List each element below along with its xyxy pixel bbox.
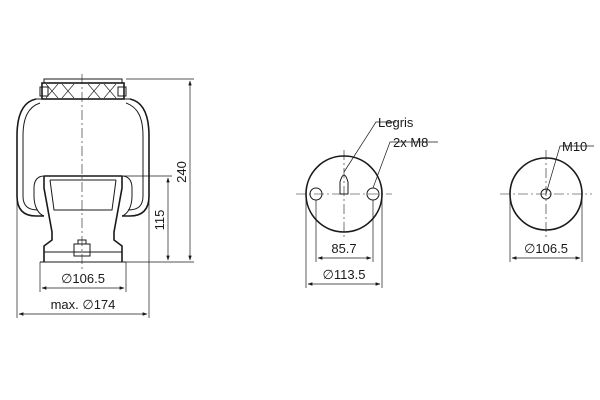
leader-thread: M10 (545, 139, 594, 195)
dim-max-diameter-label: max. ∅174 (51, 297, 116, 312)
dim-top-plate-diameter: ∅113.5 (305, 194, 383, 288)
side-view: 240 115 ∅106.5 max. ∅174 (16, 74, 194, 318)
bellows (16, 98, 150, 217)
dim-total-height: 240 (174, 80, 192, 261)
label-bolts: 2x M8 (393, 135, 428, 150)
dim-top-plate-diameter-label: ∅113.5 (323, 267, 366, 282)
top-plate-view: Legris 2x M8 85.7 ∅113.5 (296, 115, 438, 288)
top-plate-centerlines (296, 150, 392, 240)
dim-max-diameter: max. ∅174 (16, 200, 150, 318)
dim-bottom-plate-diameter: ∅106.5 (509, 194, 583, 262)
dim-piston-height: 115 (152, 177, 170, 261)
piston (40, 175, 126, 263)
dim-total-height-label: 240 (174, 161, 189, 183)
dim-piston-diameter: ∅106.5 (39, 262, 127, 292)
dim-piston-height-label: 115 (152, 210, 167, 231)
legris-fitting-icon (339, 174, 349, 195)
label-thread: M10 (562, 139, 587, 154)
dim-bottom-plate-diameter-label: ∅106.5 (524, 241, 568, 256)
bottom-plate-view: M10 ∅106.5 (500, 139, 594, 262)
top-bead-plate (36, 78, 130, 100)
label-legris: Legris (378, 115, 414, 130)
bottom-plate-centerlines (500, 150, 592, 240)
leader-legris: Legris (343, 115, 414, 173)
leader-bolts: 2x M8 (372, 135, 438, 189)
dim-bolt-spacing: 85.7 (315, 200, 374, 262)
dim-bolt-spacing-label: 85.7 (331, 241, 356, 256)
dim-piston-diameter-label: ∅106.5 (61, 271, 105, 286)
